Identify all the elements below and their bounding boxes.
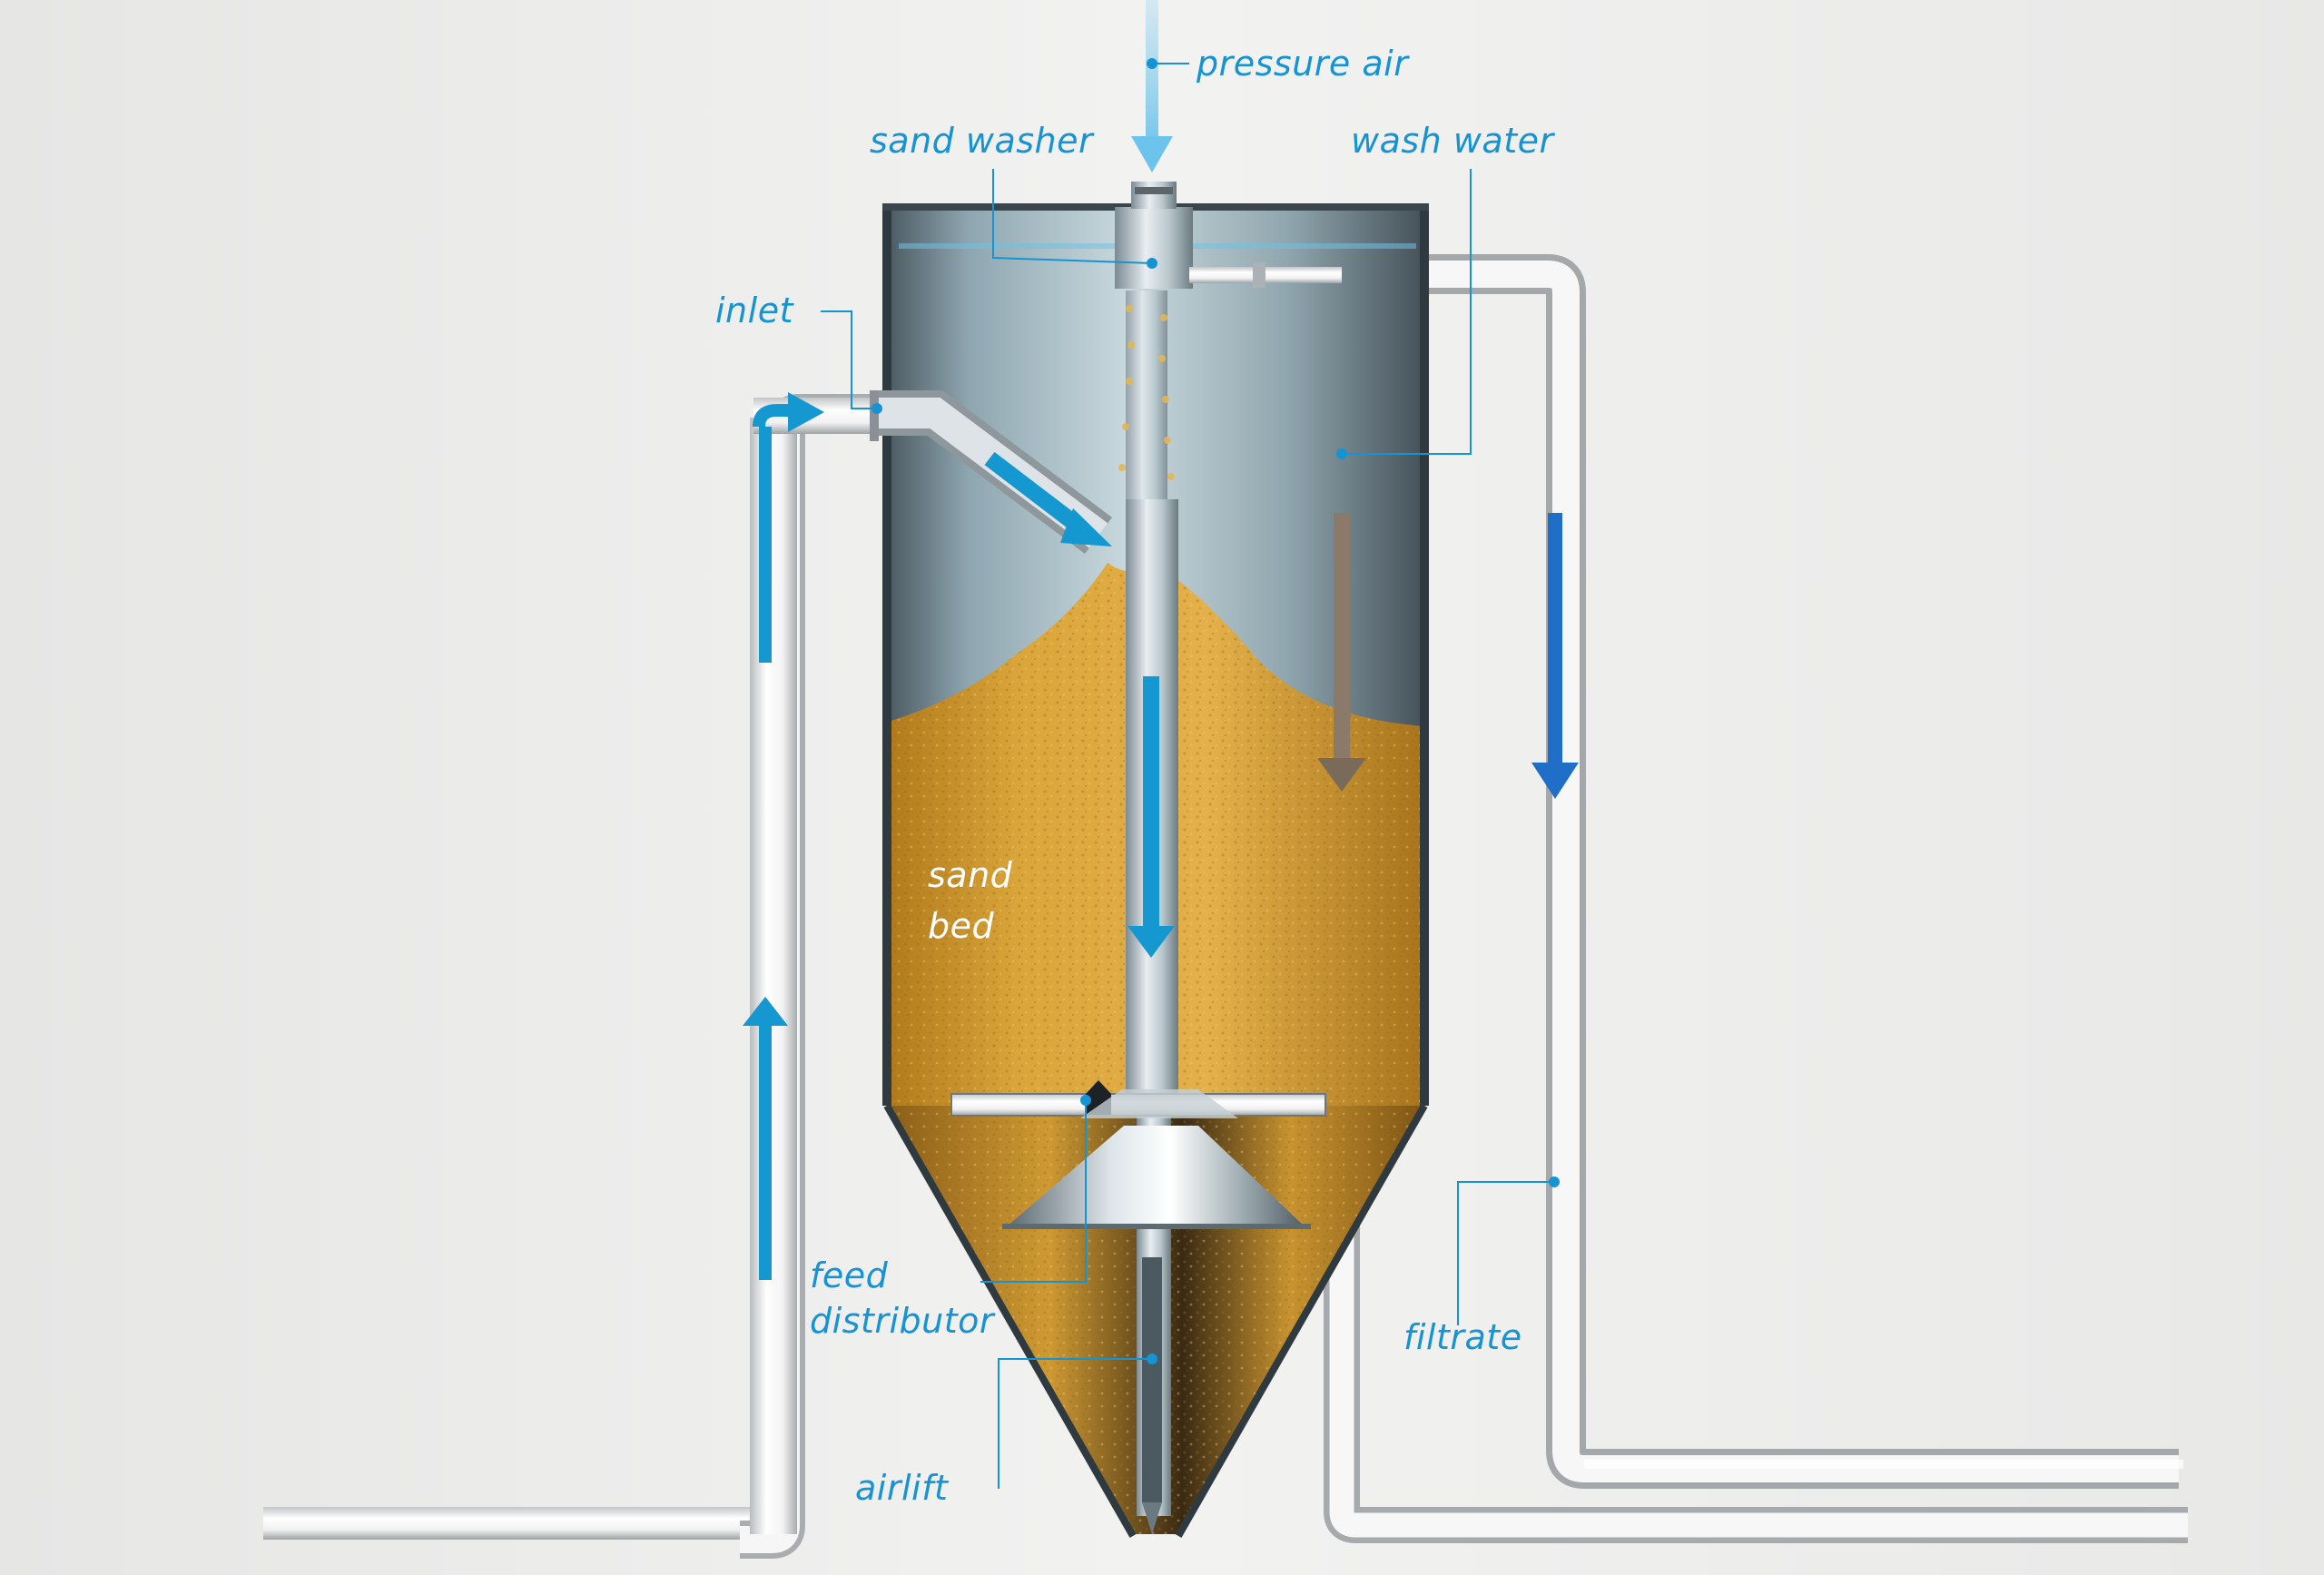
callout-dots	[872, 58, 1560, 1364]
feed-distributor	[950, 1080, 1326, 1229]
filtrate-pipe	[1421, 254, 2183, 1489]
label-filtrate: filtrate	[1403, 1317, 1522, 1357]
label-inlet: inlet	[715, 290, 795, 330]
label-feed-distributor-line1: feed	[810, 1255, 889, 1295]
sand-washer-unit	[1115, 182, 1342, 289]
label-feed-distributor-line2: distributor	[810, 1301, 996, 1341]
airlift-column	[1118, 290, 1178, 1534]
callout-leaders	[821, 63, 1554, 1489]
wash-water-flow-arrow	[1317, 513, 1366, 792]
label-sand-bed-line2: bed	[928, 906, 995, 946]
inlet-pipe-internal	[879, 390, 1112, 554]
label-airlift: airlift	[855, 1468, 950, 1508]
inlet-flow-arrows	[743, 392, 824, 1280]
label-sand-washer: sand washer	[870, 121, 1095, 161]
label-pressure-air: pressure air	[1196, 44, 1410, 84]
sand-particles	[1118, 305, 1175, 480]
filtrate-flow-arrow	[1531, 513, 1579, 799]
label-sand-bed-line1: sand	[928, 855, 1013, 895]
label-wash-water: wash water	[1351, 121, 1555, 161]
